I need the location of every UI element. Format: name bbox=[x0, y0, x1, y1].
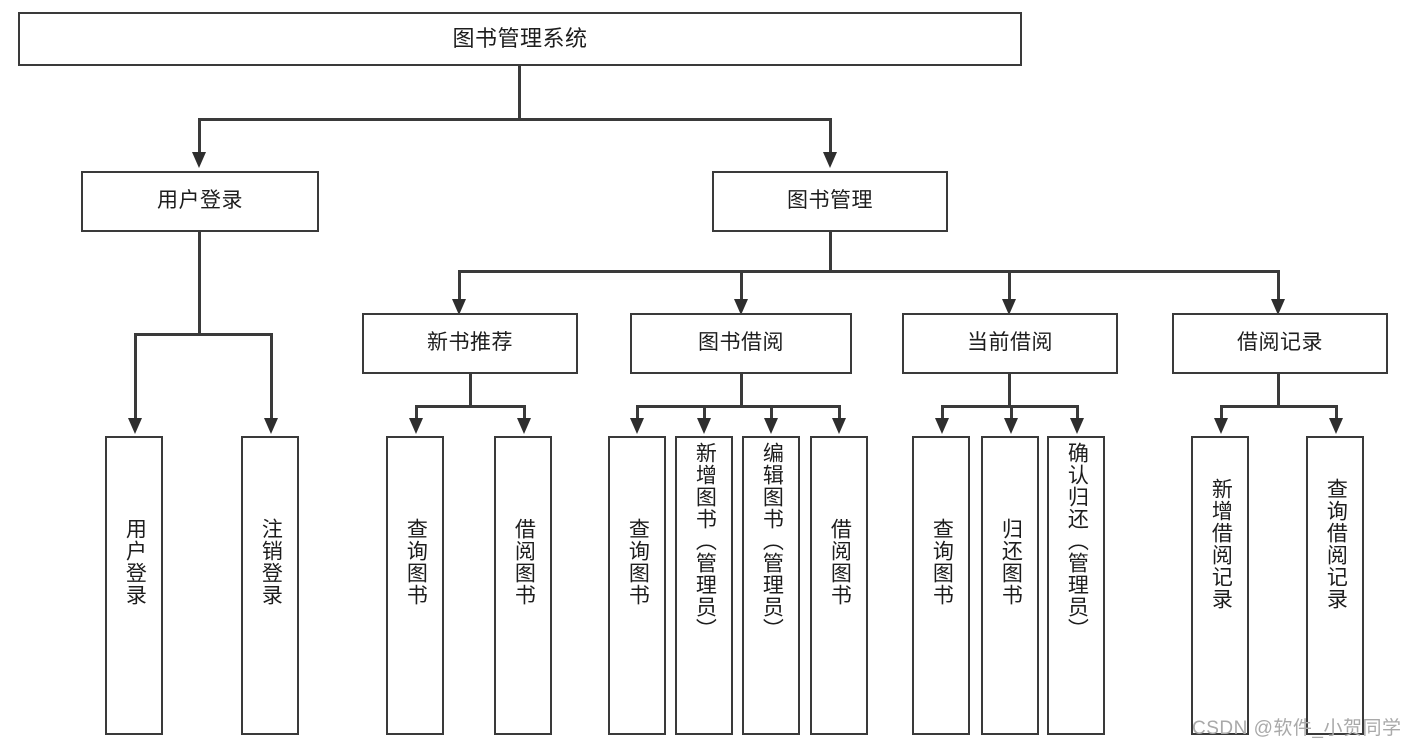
node-label: 借阅记录 bbox=[1237, 331, 1323, 355]
node-label: 查询图书 bbox=[626, 518, 650, 606]
arrow-current-borrow bbox=[1002, 299, 1016, 315]
connector-book-manage-trunk bbox=[829, 232, 832, 270]
arrow-bb-edit bbox=[764, 418, 778, 434]
node-label: 新增借阅记录 bbox=[1209, 478, 1233, 610]
connector-drop-br-search bbox=[1335, 405, 1338, 420]
arrow-leaf-user-login bbox=[128, 418, 142, 434]
connector-drop-bb-add bbox=[703, 405, 706, 420]
connector-drop-br-add bbox=[1220, 405, 1223, 420]
node-book-borrow[interactable]: 图书借阅 bbox=[630, 313, 852, 374]
connector-current-borrow-bus bbox=[941, 405, 1078, 408]
connector-drop-book-borrow bbox=[740, 270, 743, 301]
node-leaf-cb-confirm-return[interactable]: 确认归还（管理员） bbox=[1047, 436, 1105, 735]
node-leaf-user-login[interactable]: 用户登录 bbox=[105, 436, 163, 735]
node-leaf-br-add-record[interactable]: 新增借阅记录 bbox=[1191, 436, 1249, 735]
node-borrow-record[interactable]: 借阅记录 bbox=[1172, 313, 1388, 374]
node-label: 用户登录 bbox=[123, 518, 147, 606]
connector-level2-bus bbox=[198, 118, 831, 121]
node-label: 新增图书（管理员） bbox=[693, 442, 717, 640]
connector-drop-borrow-record bbox=[1277, 270, 1280, 301]
node-current-borrow[interactable]: 当前借阅 bbox=[902, 313, 1118, 374]
connector-borrow-record-trunk bbox=[1277, 374, 1280, 405]
connector-drop-cb-confirm bbox=[1076, 405, 1079, 420]
connector-user-login-trunk bbox=[198, 232, 201, 333]
arrow-new-book bbox=[452, 299, 466, 315]
connector-drop-user-login bbox=[198, 118, 201, 154]
arrow-cb-search bbox=[935, 418, 949, 434]
node-leaf-br-search-record[interactable]: 查询借阅记录 bbox=[1306, 436, 1364, 735]
node-book-manage[interactable]: 图书管理 bbox=[712, 171, 948, 232]
connector-current-borrow-trunk bbox=[1008, 374, 1011, 405]
connector-drop-bb-search bbox=[636, 405, 639, 420]
connector-drop-cb-return bbox=[1010, 405, 1013, 420]
node-leaf-nb-borrow-book[interactable]: 借阅图书 bbox=[494, 436, 552, 735]
connector-drop-cb-search bbox=[941, 405, 944, 420]
arrow-br-search bbox=[1329, 418, 1343, 434]
connector-book-borrow-bus bbox=[636, 405, 840, 408]
arrow-leaf-logout bbox=[264, 418, 278, 434]
connector-book-borrow-trunk bbox=[740, 374, 743, 405]
node-leaf-cb-return-book[interactable]: 归还图书 bbox=[981, 436, 1039, 735]
node-label: 编辑图书（管理员） bbox=[760, 442, 784, 640]
node-label: 借阅图书 bbox=[512, 518, 536, 606]
arrow-borrow-record bbox=[1271, 299, 1285, 315]
node-root-system[interactable]: 图书管理系统 bbox=[18, 12, 1022, 66]
connector-borrow-record-bus bbox=[1220, 405, 1337, 408]
arrow-bb-borrow bbox=[832, 418, 846, 434]
node-label: 图书借阅 bbox=[698, 331, 784, 355]
arrow-br-add bbox=[1214, 418, 1228, 434]
arrow-book-manage bbox=[823, 152, 837, 168]
node-label: 注销登录 bbox=[259, 518, 283, 606]
connector-user-login-bus bbox=[134, 333, 272, 336]
node-label: 图书管理系统 bbox=[452, 26, 588, 52]
node-leaf-logout[interactable]: 注销登录 bbox=[241, 436, 299, 735]
arrow-cb-confirm bbox=[1070, 418, 1084, 434]
arrow-book-borrow bbox=[734, 299, 748, 315]
arrow-cb-return bbox=[1004, 418, 1018, 434]
node-user-login[interactable]: 用户登录 bbox=[81, 171, 319, 232]
connector-drop-bb-edit bbox=[770, 405, 773, 420]
node-label: 确认归还（管理员） bbox=[1065, 442, 1089, 640]
connector-drop-nb-borrow bbox=[523, 405, 526, 420]
arrow-nb-search bbox=[409, 418, 423, 434]
connector-drop-book-manage bbox=[829, 118, 832, 154]
node-leaf-cb-search-book[interactable]: 查询图书 bbox=[912, 436, 970, 735]
connector-drop-leaf-user-login bbox=[134, 333, 137, 420]
connector-root-trunk bbox=[518, 66, 521, 118]
node-leaf-bb-borrow-book[interactable]: 借阅图书 bbox=[810, 436, 868, 735]
node-new-book-recommend[interactable]: 新书推荐 bbox=[362, 313, 578, 374]
connector-level3-bus bbox=[458, 270, 1279, 273]
node-leaf-bb-search-book[interactable]: 查询图书 bbox=[608, 436, 666, 735]
connector-drop-leaf-logout bbox=[270, 333, 273, 420]
node-label: 用户登录 bbox=[157, 189, 243, 213]
connector-drop-nb-search bbox=[415, 405, 418, 420]
connector-drop-current-borrow bbox=[1008, 270, 1011, 301]
watermark-text: CSDN @软件_小贺同学 bbox=[1192, 718, 1402, 739]
connector-new-book-bus bbox=[415, 405, 525, 408]
arrow-nb-borrow bbox=[517, 418, 531, 434]
connector-new-book-trunk bbox=[469, 374, 472, 405]
arrow-user-login bbox=[192, 152, 206, 168]
node-leaf-nb-search-book[interactable]: 查询图书 bbox=[386, 436, 444, 735]
node-leaf-bb-edit-book[interactable]: 编辑图书（管理员） bbox=[742, 436, 800, 735]
node-label: 查询借阅记录 bbox=[1324, 478, 1348, 610]
node-label: 归还图书 bbox=[999, 518, 1023, 606]
node-label: 查询图书 bbox=[930, 518, 954, 606]
arrow-bb-add bbox=[697, 418, 711, 434]
node-label: 图书管理 bbox=[787, 189, 873, 213]
connector-drop-new-book bbox=[458, 270, 461, 301]
node-label: 借阅图书 bbox=[828, 518, 852, 606]
arrow-bb-search bbox=[630, 418, 644, 434]
node-leaf-bb-add-book[interactable]: 新增图书（管理员） bbox=[675, 436, 733, 735]
node-label: 当前借阅 bbox=[967, 331, 1053, 355]
node-label: 查询图书 bbox=[404, 518, 428, 606]
connector-drop-bb-borrow bbox=[838, 405, 841, 420]
node-label: 新书推荐 bbox=[427, 331, 513, 355]
